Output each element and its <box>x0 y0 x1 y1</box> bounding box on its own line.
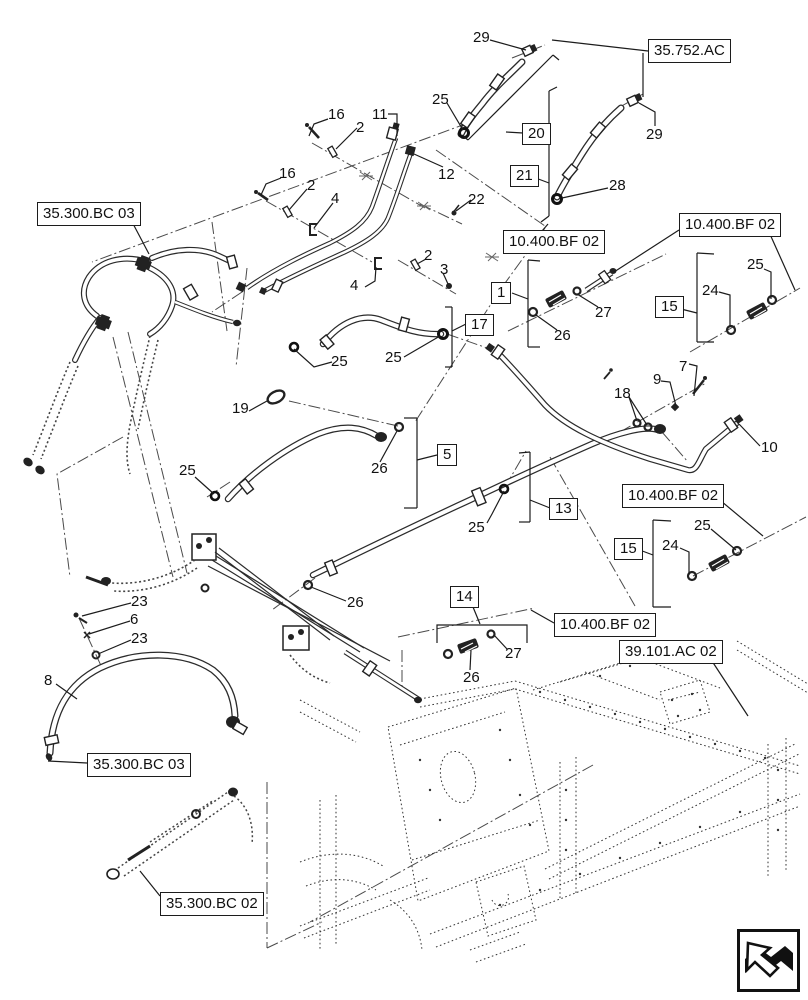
callout-24: 24 <box>702 282 719 299</box>
callout-4: 4 <box>350 277 359 294</box>
callout-2: 2 <box>424 247 433 264</box>
callout-16: 16 <box>279 165 296 182</box>
item-box-14: 14 <box>450 586 479 608</box>
callout-4: 4 <box>331 190 340 207</box>
section-link-35.752.AC[interactable]: 35.752.AC <box>648 39 731 63</box>
callout-6: 6 <box>130 611 139 628</box>
section-link-35.300.BC-03[interactable]: 35.300.BC 03 <box>37 202 141 226</box>
frame-hole-dots <box>418 664 780 907</box>
item-box-17: 17 <box>465 314 494 336</box>
callout-9: 9 <box>653 371 662 388</box>
callout-25: 25 <box>331 353 348 370</box>
section-link-10.400.BF-02[interactable]: 10.400.BF 02 <box>503 230 606 254</box>
back-arrow-icon <box>745 941 793 978</box>
item-box-5: 5 <box>437 444 458 466</box>
section-link-10.400.BF-02[interactable]: 10.400.BF 02 <box>622 484 725 508</box>
callout-18: 18 <box>614 385 631 402</box>
callout-29: 29 <box>473 29 490 46</box>
section-link-39.101.AC-02[interactable]: 39.101.AC 02 <box>619 640 723 664</box>
section-link-10.400.BF-02[interactable]: 10.400.BF 02 <box>679 213 782 237</box>
callout-10: 10 <box>761 439 778 456</box>
callout-26: 26 <box>554 327 571 344</box>
chassis-frame <box>299 640 808 963</box>
valve-hose-cluster-upper <box>23 246 241 475</box>
item-box-15: 15 <box>614 538 643 560</box>
callout-24: 24 <box>662 537 679 554</box>
callout-29: 29 <box>646 126 663 143</box>
callout-26: 26 <box>463 669 480 686</box>
item-box-21: 21 <box>510 165 539 187</box>
callout-25: 25 <box>694 517 711 534</box>
callout-7: 7 <box>679 358 688 375</box>
callout-28: 28 <box>609 177 626 194</box>
valve-hose-cluster-lower <box>85 533 422 704</box>
callout-25: 25 <box>385 349 402 366</box>
callout-26: 26 <box>347 594 364 611</box>
section-link-35.300.BC-02[interactable]: 35.300.BC 02 <box>160 892 264 916</box>
callout-23: 23 <box>131 593 148 610</box>
callout-26: 26 <box>371 460 388 477</box>
callout-27: 27 <box>505 645 522 662</box>
item-box-13: 13 <box>549 498 578 520</box>
section-link-35.300.BC-03[interactable]: 35.300.BC 03 <box>87 753 191 777</box>
callout-25: 25 <box>179 462 196 479</box>
callout-25: 25 <box>747 256 764 273</box>
callout-19: 19 <box>232 400 249 417</box>
item-box-15: 15 <box>655 296 684 318</box>
back-navigation-button[interactable] <box>737 929 800 992</box>
item-box-1: 1 <box>491 282 512 304</box>
callout-23: 23 <box>131 630 148 647</box>
callout-22: 22 <box>468 191 485 208</box>
callout-16: 16 <box>328 106 345 123</box>
section-link-10.400.BF-02[interactable]: 10.400.BF 02 <box>554 613 657 637</box>
callout-25: 25 <box>432 91 449 108</box>
callout-8: 8 <box>44 672 53 689</box>
callout-27: 27 <box>595 304 612 321</box>
callout-2: 2 <box>307 177 316 194</box>
callout-11: 11 <box>372 106 388 123</box>
item-box-20: 20 <box>522 123 551 145</box>
callout-2: 2 <box>356 119 365 136</box>
callout-3: 3 <box>440 261 449 278</box>
callout-12: 12 <box>438 166 455 183</box>
callout-25: 25 <box>468 519 485 536</box>
